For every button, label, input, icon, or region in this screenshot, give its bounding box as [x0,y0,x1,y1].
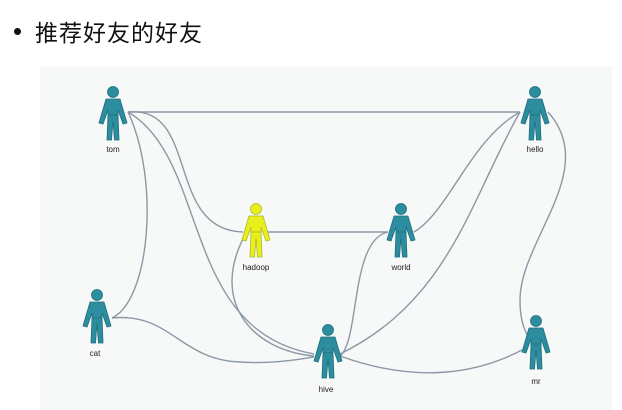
person-icon [520,86,550,141]
nodes-layer: tom hello hadoop world cat hive mr [82,86,551,394]
person-node-world[interactable] [386,203,416,258]
edge-hello-mr [519,111,567,346]
person-icon [98,86,128,141]
person-node-hive[interactable] [313,324,343,379]
edge-world-hello [413,111,521,233]
edge-hive-hello [339,111,521,355]
person-node-tom[interactable] [98,86,128,141]
person-label-world: world [390,263,410,272]
person-icon [386,203,416,258]
edge-hive-mr [339,349,523,374]
bullet-point [14,27,21,35]
title-text: 推荐好友的好友 [35,21,203,47]
person-icon [82,289,112,344]
person-node-mr[interactable] [521,315,551,370]
person-label-hello: hello [527,145,544,154]
person-node-hello[interactable] [520,86,550,141]
slide-title: 推荐好友的好友 [14,14,203,48]
person-node-hadoop[interactable] [241,203,271,258]
edge-cat-hive [111,316,315,364]
edge-hadoop-hive [231,234,315,357]
edge-tom-hive [127,111,315,355]
person-icon [241,203,271,258]
person-label-hadoop: hadoop [243,263,270,272]
edge-tom-cat [111,111,148,319]
person-label-tom: tom [106,145,120,154]
edges-layer [111,111,567,374]
person-node-cat[interactable] [82,289,112,344]
person-icon [313,324,343,379]
person-label-mr: mr [531,377,541,386]
edge-world-hive [339,231,389,357]
person-label-hive: hive [319,385,334,394]
person-label-cat: cat [90,349,101,358]
person-icon [521,315,551,370]
edge-tom-hadoop [127,111,244,233]
